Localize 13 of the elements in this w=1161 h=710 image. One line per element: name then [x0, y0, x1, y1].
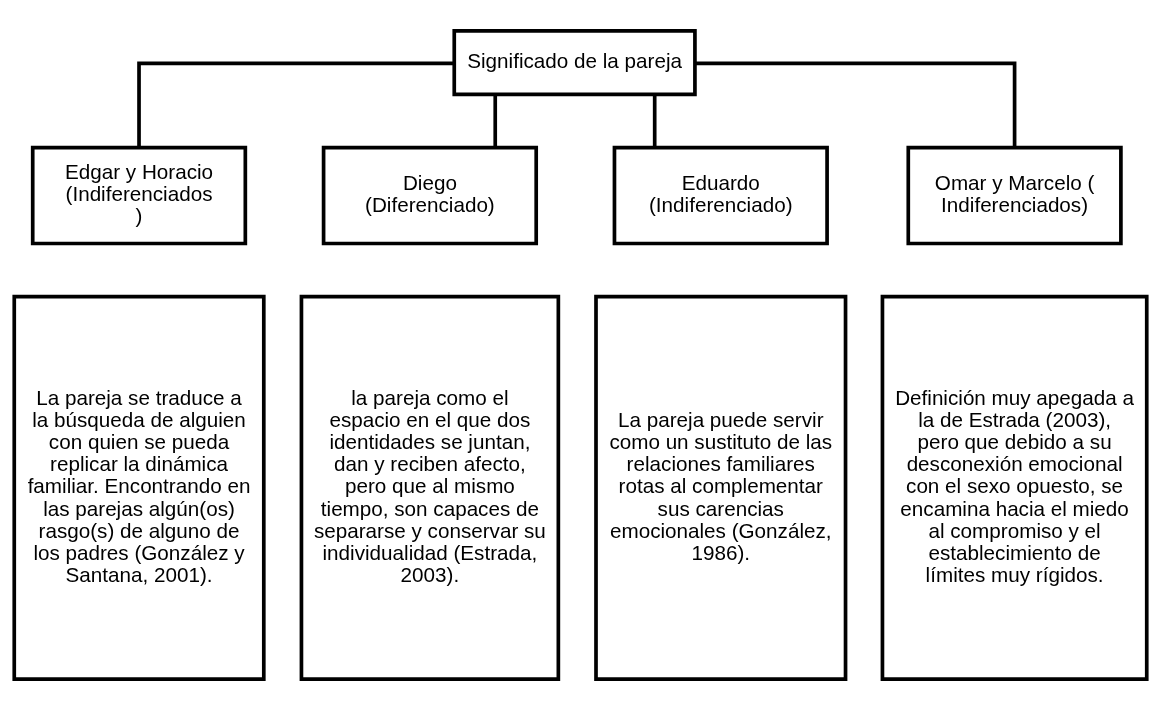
connector	[137, 61, 454, 148]
node-box: Definición muy apegada a la de Estrada (2003), pero que debido a su desconexión emocional con el sexo opuesto, se encamina hacia el miedo al compromiso y el establecimiento de límites muy rígidos.	[880, 294, 1149, 681]
node-box: Diego (Diferenciado)	[321, 145, 539, 246]
node-box: La pareja se traduce a la búsqueda de alguien con quien se pueda replicar la dinámica familiar. Encontrando en las parejas algún(os) rasgo(s) de alguno de los padres (González y Santana, 2001).	[12, 294, 266, 681]
connector	[493, 94, 498, 148]
node-box: Eduardo (Indiferenciado)	[612, 145, 829, 246]
connector	[695, 61, 1017, 148]
node-box: Omar y Marcelo (Indiferenciados)	[906, 145, 1123, 246]
connector	[652, 94, 657, 148]
node-box: Significado de la pareja	[452, 29, 697, 97]
node-box: Edgar y Horacio (Indiferenciados)	[30, 145, 248, 246]
node-box: la pareja como el espacio en el que dos identidades se juntan, dan y reciben afecto, pero que al mismo tiempo, son capaces de separarse y conservar su individualidad (Estrada, 2003).	[299, 294, 561, 681]
node-box: La pareja puede servir como un sustituto de las relaciones familiares rotas al complementar sus carencias emocionales (González, 1986).	[594, 294, 848, 681]
